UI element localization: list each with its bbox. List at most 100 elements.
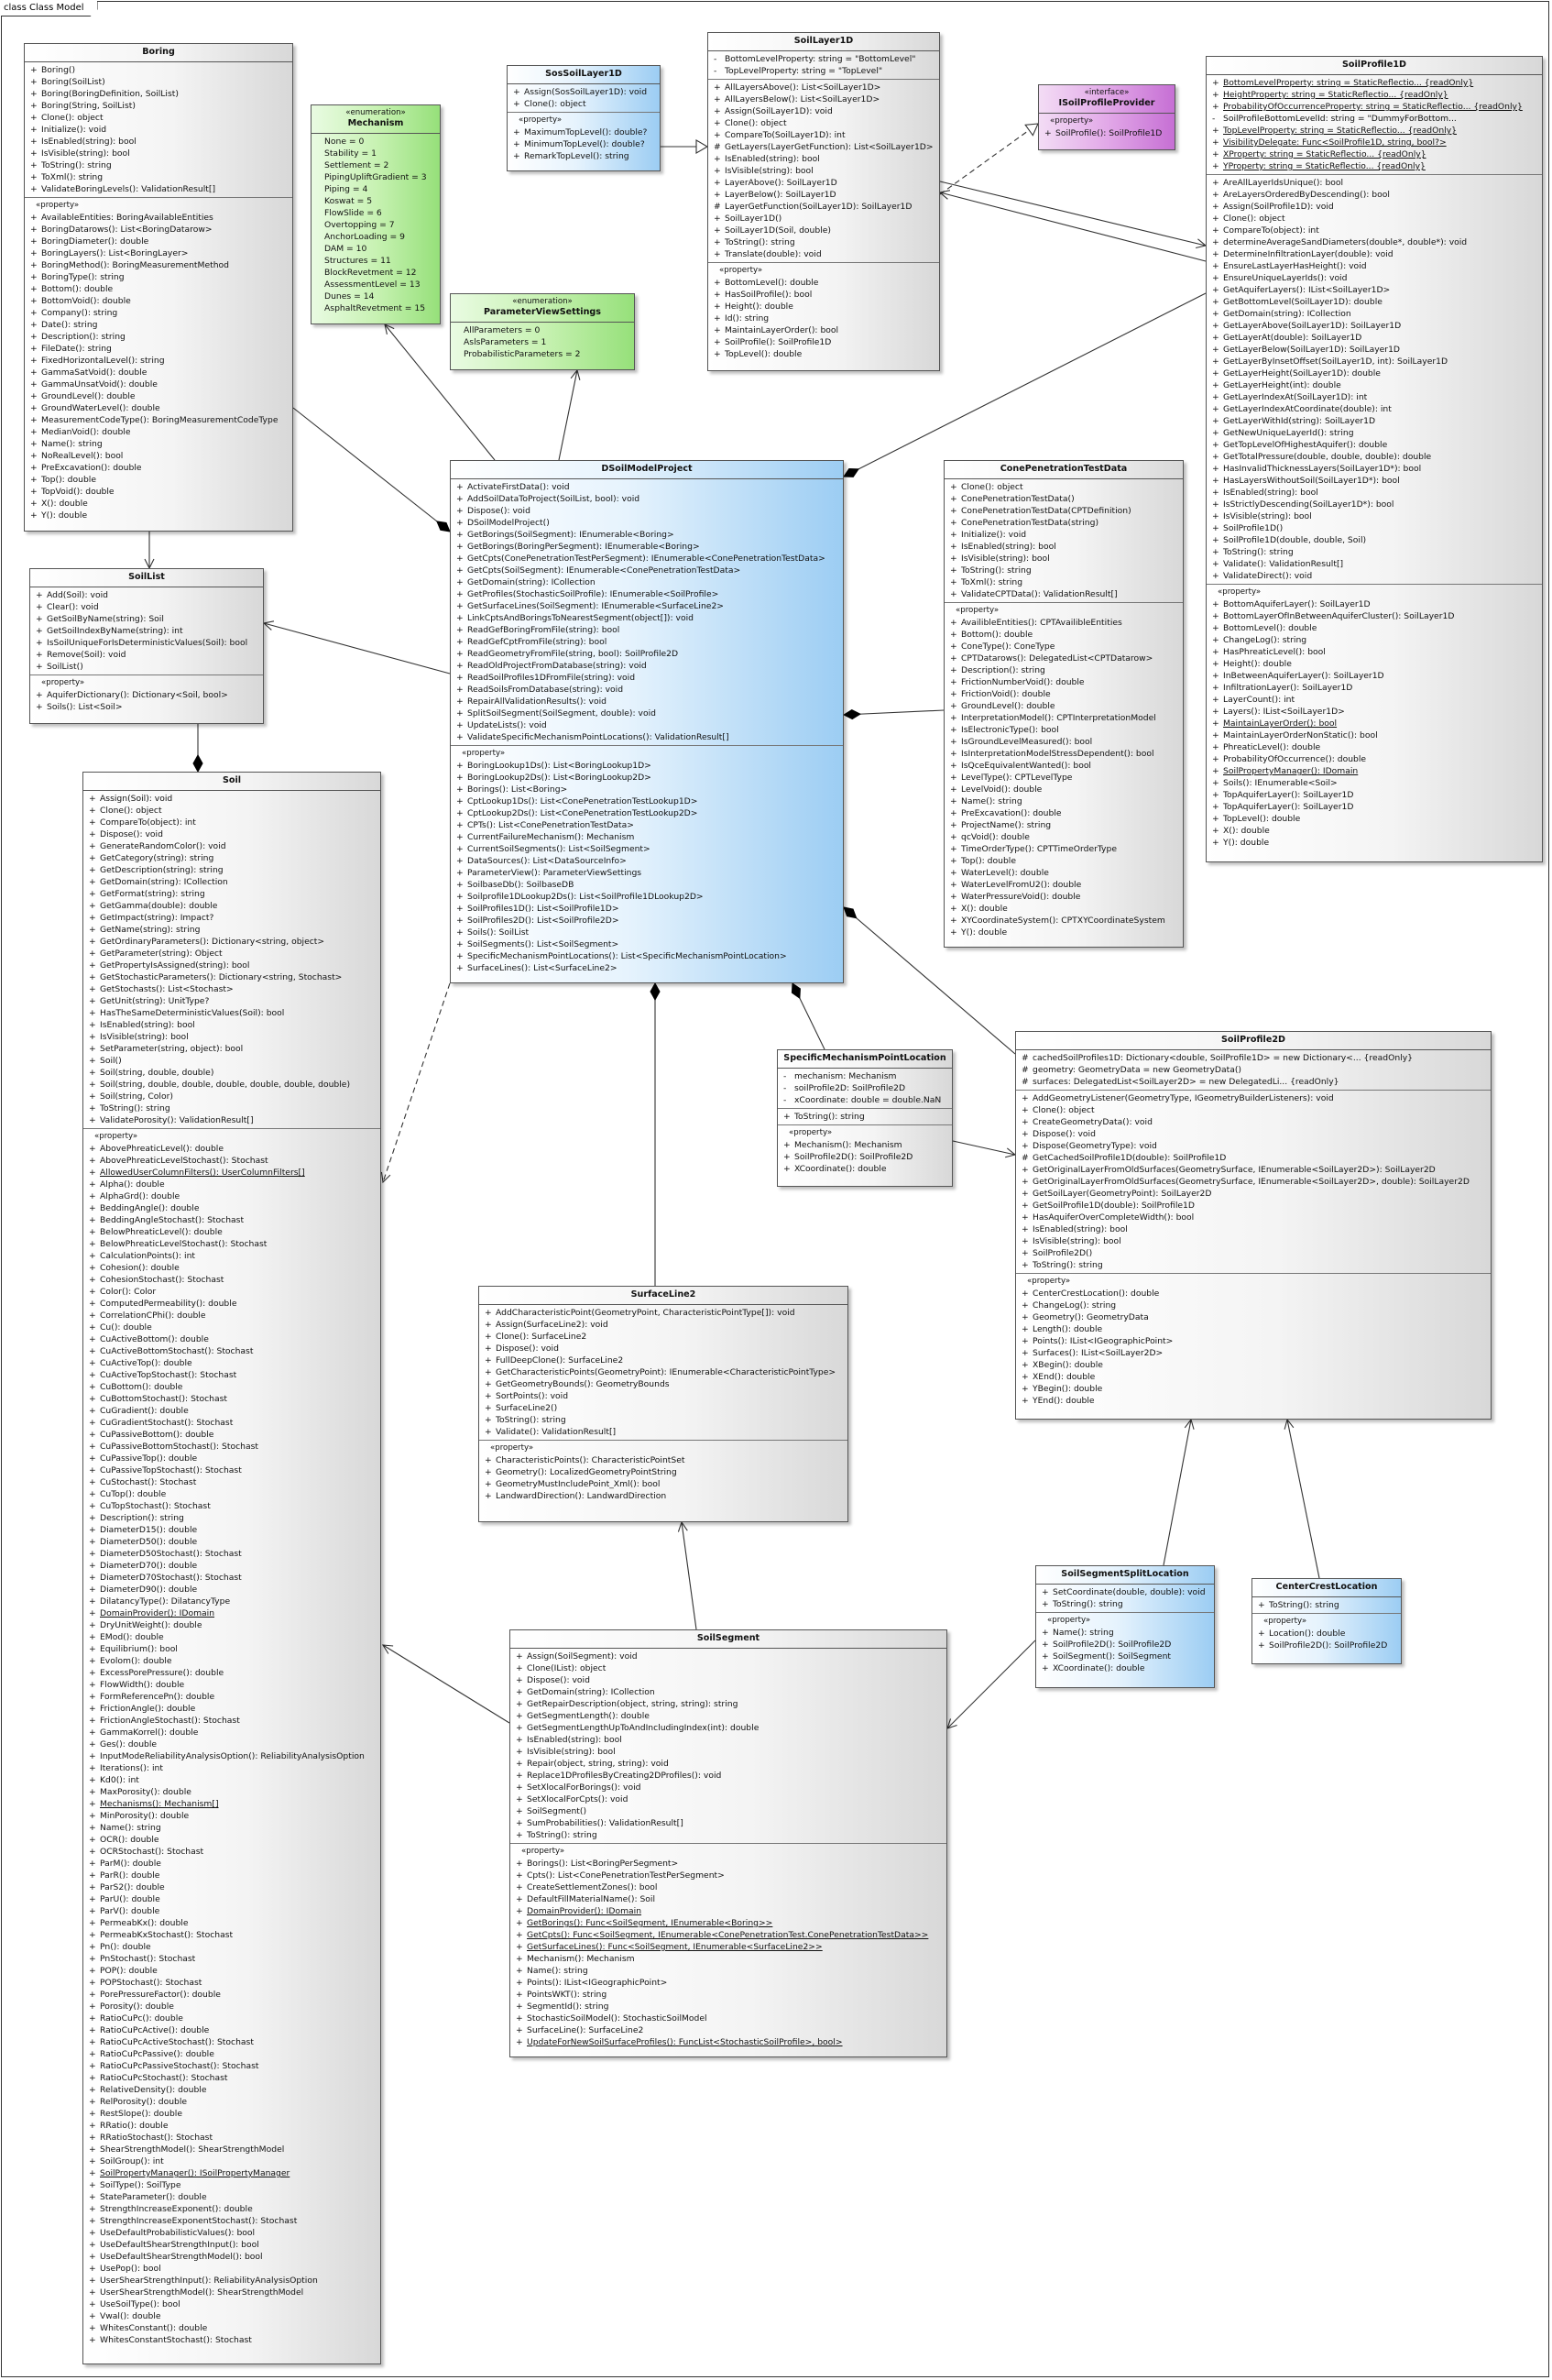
class-member: +ValidateCPTData(): ValidationResult[]	[950, 588, 1180, 600]
member-signature: GetSegmentLength(): double	[527, 1711, 650, 1721]
visibility-marker: +	[1212, 754, 1219, 764]
visibility-marker: +	[714, 106, 721, 116]
visibility-marker: +	[714, 290, 721, 300]
visibility-marker: +	[89, 901, 96, 911]
visibility-marker: +	[1212, 659, 1219, 669]
class-member: +SurfaceLine2()	[485, 1402, 845, 1414]
visibility-marker: +	[1212, 126, 1219, 136]
member-signature: ProjectName(): string	[961, 820, 1052, 830]
class-surface-line2[interactable]: SurfaceLine2+AddCharacteristicPoint(Geom…	[478, 1286, 848, 1522]
visibility-marker: +	[89, 2287, 96, 2298]
visibility-marker: +	[950, 880, 957, 890]
member-signature: Cu(): double	[100, 1322, 152, 1333]
class-member: +ParV(): double	[89, 1905, 377, 1917]
class-sos-soil-layer1-d[interactable]: SosSoilLayer1D+Assign(SosSoilLayer1D): v…	[507, 65, 661, 171]
visibility-marker: +	[89, 1068, 96, 1078]
member-signature: ToString(): string	[961, 565, 1032, 576]
member-signature: IsEnabled(string): bool	[961, 542, 1056, 552]
class-member: +Soil()	[89, 1055, 377, 1067]
class-member: +Mechanism(): Mechanism	[783, 1139, 949, 1151]
visibility-marker: +	[456, 904, 464, 914]
visibility-marker: +	[1212, 671, 1219, 681]
visibility-marker: +	[485, 1491, 492, 1501]
class-member: +NoRealLevel(): bool	[30, 450, 290, 462]
visibility-marker: +	[1022, 1165, 1029, 1175]
class-soil-profile2-d[interactable]: SoilProfile2D#cachedSoilProfiles1D: Dict…	[1015, 1031, 1492, 1420]
class-member: +CuPassiveTop(): double	[89, 1453, 377, 1464]
member-signature: PreExcavation(): double	[961, 808, 1062, 818]
class-soil-profile1-d[interactable]: SoilProfile1D+BottomLevelProperty: strin…	[1206, 56, 1543, 862]
class-member: +CompareTo(object): int	[89, 817, 377, 828]
class-compartment: +ActivateFirstData(): void+AddSoilDataTo…	[451, 479, 843, 746]
class-dsoil-model-project[interactable]: DSoilModelProject+ActivateFirstData(): v…	[450, 460, 844, 983]
visibility-marker: +	[456, 880, 464, 890]
member-signature: Dunes = 14	[324, 291, 375, 302]
member-signature: mechanism: Mechanism	[794, 1071, 897, 1081]
member-signature: SoilProfiles1D(): List<SoilProfile1D>	[467, 904, 619, 914]
member-signature: HeightProperty: string = StaticReflectio…	[1223, 90, 1448, 100]
member-signature: CurrentFailureMechanism(): Mechanism	[467, 832, 635, 842]
member-signature: SoilProfile(): SoilProfile1D	[1055, 128, 1163, 138]
class-soil-layer1-d[interactable]: SoilLayer1D-BottomLevelProperty: string …	[707, 32, 940, 371]
member-signature: WhitesConstantStochast(): Stochast	[100, 2335, 252, 2345]
class-member: +LayerCount(): int	[1212, 694, 1539, 706]
class-soil-list[interactable]: SoilList+Add(Soil): void+Clear(): void+G…	[29, 568, 264, 724]
class-member: +Height(): double	[1212, 658, 1539, 670]
class-member: +RelPorosity(): double	[89, 2096, 377, 2108]
member-signature: AreLayersOrderedByDescending(): bool	[1223, 190, 1390, 200]
visibility-marker: +	[89, 2299, 96, 2309]
class-isoil-profile-provider[interactable]: «interface»ISoilProfileProvider«property…	[1038, 84, 1175, 150]
class-member: +SoilLayer1D(Soil, double)	[714, 225, 936, 236]
class-soil[interactable]: Soil+Assign(Soil): void+Clone(): object+…	[82, 772, 381, 2364]
class-member: Piping = 4	[317, 183, 437, 195]
member-signature: GetUnit(string): UnitType?	[100, 996, 210, 1006]
visibility-marker: +	[1212, 718, 1219, 729]
visibility-marker: +	[516, 1870, 523, 1881]
visibility-marker: +	[30, 487, 38, 497]
class-cone-penetration-test-data[interactable]: ConePenetrationTestData+Clone(): object+…	[944, 460, 1184, 948]
class-member: +Description(): string	[89, 1512, 377, 1524]
visibility-marker: +	[1212, 742, 1219, 752]
visibility-marker: +	[950, 761, 957, 771]
member-signature: RatioCuPcActiveStochast(): Stochast	[100, 2037, 254, 2047]
visibility-marker: +	[485, 1344, 492, 1354]
class-compartment: +SetCoordinate(double, double): void+ToS…	[1036, 1585, 1214, 1613]
visibility-marker: +	[1212, 802, 1219, 812]
class-member: +FrictionVoid(): double	[950, 688, 1180, 700]
member-signature: Ges(): double	[100, 1739, 158, 1749]
visibility-marker: #	[1022, 1053, 1029, 1063]
class-boring[interactable]: Boring+Boring()+Boring(SoilList)+Boring(…	[24, 43, 293, 532]
class-member: +UserShearStrengthModel(): ShearStrength…	[89, 2287, 377, 2298]
class-member: -BottomLevelProperty: string = "BottomLe…	[714, 53, 936, 65]
member-signature: GetSurfaceLines(): Func<SoilSegment, IEn…	[527, 1942, 823, 1952]
class-name: SoilSegment	[696, 1633, 760, 1643]
visibility-marker: +	[89, 1835, 96, 1845]
class-member: +GetCategory(string): string	[89, 852, 377, 864]
class-member: +IsVisible(string): bool	[516, 1746, 944, 1758]
class-member: +GetRepairDescription(object, string, st…	[516, 1698, 944, 1710]
class-member: +Clone(IList): object	[516, 1662, 944, 1674]
class-soil-segment[interactable]: SoilSegment+Assign(SoilSegment): void+Cl…	[509, 1629, 947, 2057]
visibility-marker: +	[714, 278, 721, 288]
member-signature: SortPoints(): void	[496, 1391, 569, 1401]
member-signature: BottomLevelProperty: string = "BottomLev…	[725, 54, 916, 64]
class-soil-segment-split-location[interactable]: SoilSegmentSplitLocation+SetCoordinate(d…	[1035, 1565, 1215, 1688]
member-signature: LevelVoid(): double	[961, 784, 1043, 795]
visibility-marker: +	[30, 332, 38, 342]
class-member: +AllowedUserColumnFilters(): UserColumnF…	[89, 1167, 377, 1179]
visibility-marker: +	[950, 665, 957, 675]
visibility-marker: +	[89, 1091, 96, 1102]
class-member: +TopAquiferLayer(): SoilLayer1D	[1212, 801, 1539, 813]
member-signature: AllParameters = 0	[464, 325, 541, 335]
visibility-marker: +	[1022, 1212, 1029, 1223]
visibility-marker: +	[89, 1751, 96, 1761]
class-specific-mechanism-point-location[interactable]: SpecificMechanismPointLocation-mechanism…	[777, 1049, 953, 1187]
member-signature: UseDefaultShearStrengthModel(): bool	[100, 2252, 263, 2262]
visibility-marker: +	[89, 2156, 96, 2166]
visibility-marker: +	[89, 1882, 96, 1892]
class-center-crest-location[interactable]: CenterCrestLocation+ToString(): string«p…	[1251, 1578, 1402, 1664]
member-signature: GetLayerBelow(SoilLayer1D): SoilLayer1D	[1223, 345, 1401, 355]
